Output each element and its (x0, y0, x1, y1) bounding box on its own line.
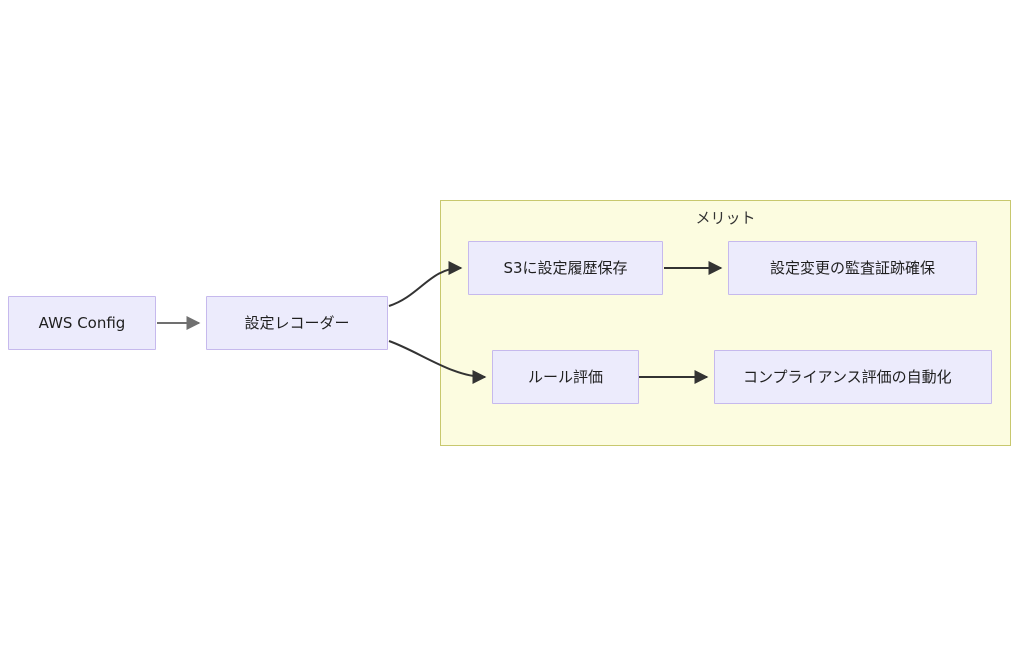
node-rule-evaluation-label: ルール評価 (527, 367, 603, 386)
subgraph-merit-title: メリット (695, 209, 756, 227)
node-compliance-auto[interactable]: コンプライアンス評価の自動化 (714, 350, 992, 404)
node-audit-trail[interactable]: 設定変更の監査証跡確保 (728, 241, 977, 295)
node-compliance-auto-label: コンプライアンス評価の自動化 (743, 367, 952, 386)
node-s3-history-label: S3に設定履歴保存 (503, 258, 628, 277)
node-s3-history[interactable]: S3に設定履歴保存 (468, 241, 663, 295)
edge-config-recorder-to-rule-evaluation (388, 340, 487, 384)
node-aws-config-label: AWS Config (38, 313, 126, 332)
node-config-recorder[interactable]: 設定レコーダー (206, 296, 388, 350)
node-rule-evaluation[interactable]: ルール評価 (492, 350, 639, 404)
node-config-recorder-label: 設定レコーダー (244, 313, 350, 332)
edge-config-recorder-to-s3-history (388, 261, 463, 307)
node-aws-config[interactable]: AWS Config (8, 296, 156, 350)
node-audit-trail-label: 設定変更の監査証跡確保 (769, 258, 935, 277)
